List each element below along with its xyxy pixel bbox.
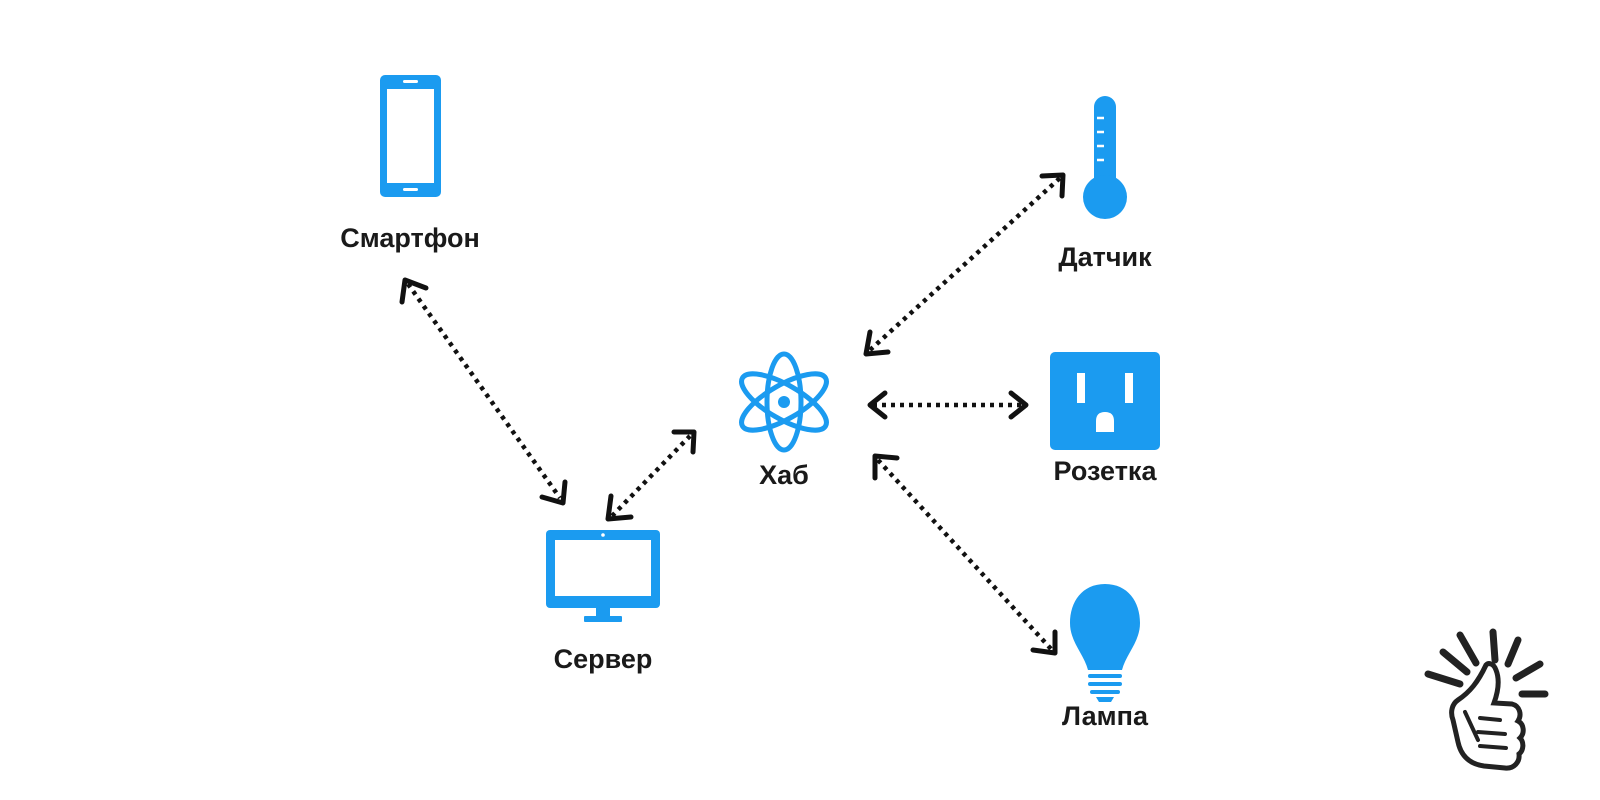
hub-node: Хаб: [739, 351, 829, 490]
monitor-icon: [546, 530, 660, 622]
socket-node: Розетка: [1050, 352, 1160, 486]
smartphone-node: Смартфон: [340, 75, 480, 253]
thumbs-up-logo-icon: [1424, 628, 1549, 771]
smartphone-icon: [380, 75, 441, 197]
light-bulb-icon: [1070, 584, 1140, 702]
smartphone-label: Смартфон: [340, 223, 480, 253]
socket-label: Розетка: [1054, 456, 1158, 486]
connector-hub-lamp: [872, 453, 1058, 656]
lamp-label: Лампа: [1062, 701, 1149, 731]
thermometer-icon: [1083, 96, 1127, 219]
connector-server-hub: [605, 429, 697, 522]
connector-hub-socket: [867, 390, 1029, 420]
sensor-node: Датчик: [1058, 96, 1152, 272]
hub-label: Хаб: [759, 460, 809, 490]
connector-smartphone-server: [399, 277, 568, 506]
sensor-label: Датчик: [1058, 242, 1152, 272]
power-socket-icon: [1050, 352, 1160, 450]
server-node: Сервер: [546, 530, 660, 674]
lamp-node: Лампа: [1062, 584, 1149, 731]
server-label: Сервер: [554, 644, 653, 674]
atom-icon: [739, 351, 829, 453]
connector-hub-sensor: [863, 172, 1066, 357]
